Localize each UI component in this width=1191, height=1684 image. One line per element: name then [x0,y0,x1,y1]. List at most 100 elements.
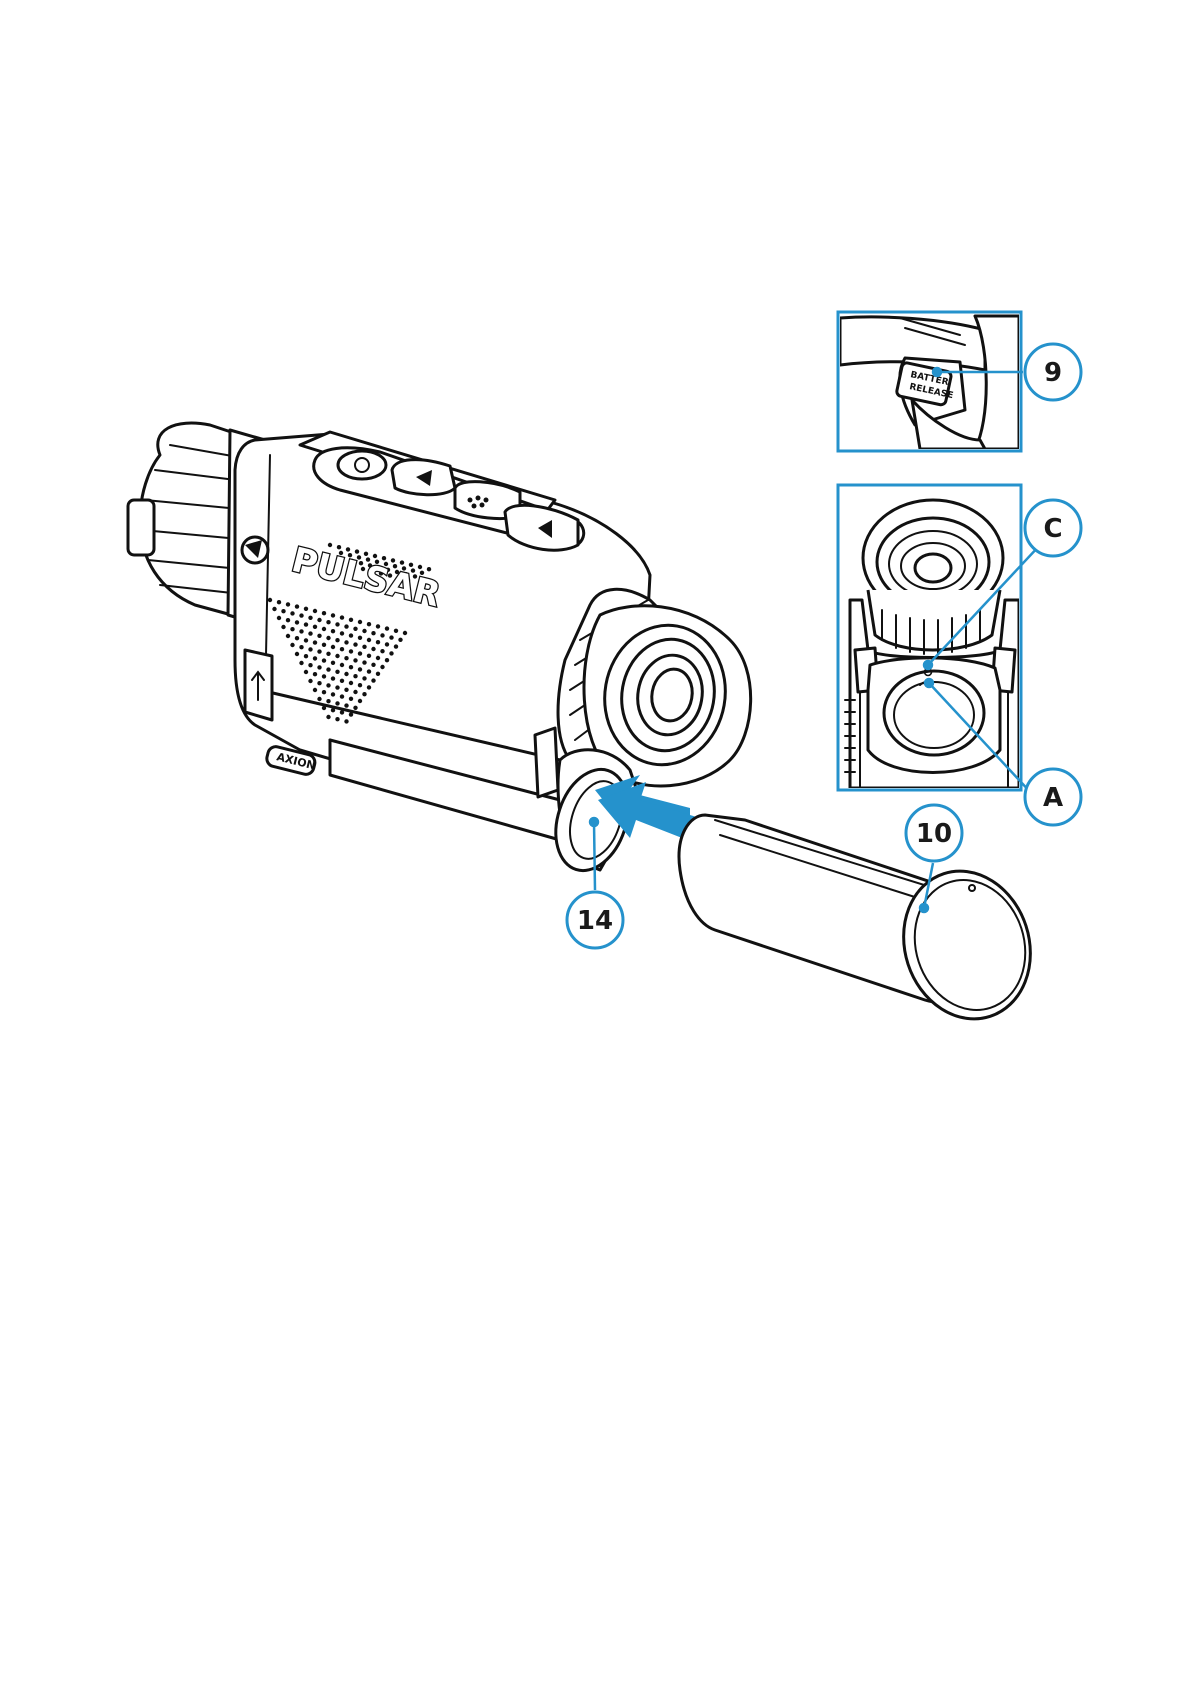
callout-9-label: 9 [1044,358,1062,388]
speaker-dot [337,545,341,549]
speaker-dot [340,647,344,651]
speaker-dot [322,706,326,710]
speaker-dot [353,658,357,662]
speaker-dot [281,625,285,629]
speaker-dot [376,672,380,676]
speaker-dot [371,647,375,651]
callout-10: 10 [906,805,962,861]
usb-port-cover [245,650,272,720]
speaker-dot [295,636,299,640]
speaker-dot [376,656,380,660]
speaker-dot [353,642,357,646]
speaker-dot [304,654,308,658]
speaker-dot [335,622,339,626]
speaker-dot [326,699,330,703]
speaker-dot [304,670,308,674]
speaker-dot [317,681,321,685]
speaker-dot [358,651,362,655]
speaker-dot [308,647,312,651]
inset-battery-release: BATTER RELEASE [838,312,1021,451]
speaker-dot [349,681,353,685]
speaker-dot [380,665,384,669]
speaker-dot [371,678,375,682]
up-button [392,460,455,495]
battery-pack [679,815,1049,1035]
speaker-dot [317,665,321,669]
speaker-dot [371,663,375,667]
speaker-dot [335,654,339,658]
speaker-dot [326,683,330,687]
speaker-dot [331,645,335,649]
speaker-dot [299,661,303,665]
speaker-dot [344,624,348,628]
speaker-dot [362,629,366,633]
speaker-dot [409,563,413,567]
speaker-dot [427,567,431,571]
speaker-dot [362,676,366,680]
speaker-dot [328,543,332,547]
speaker-dot [418,565,422,569]
speaker-dot [286,602,290,606]
speaker-dot [344,672,348,676]
speaker-dot [367,669,371,673]
speaker-dot [340,615,344,619]
speaker-dot [308,616,312,620]
speaker-dot [308,631,312,635]
speaker-dot [313,672,317,676]
speaker-dot [362,645,366,649]
callout-a-label: A [1043,783,1063,813]
speaker-dot [313,656,317,660]
speaker-dot [295,652,299,656]
speaker-dot [358,620,362,624]
speaker-dot [326,636,330,640]
speaker-dot [299,645,303,649]
speaker-dot [344,656,348,660]
speaker-dot [304,607,308,611]
speaker-dot [382,556,386,560]
brand-logo-icon [242,537,268,563]
callout-c: C [1025,500,1081,556]
callout-c-label: C [1043,514,1062,544]
speaker-dot [353,690,357,694]
speaker-dot [317,697,321,701]
speaker-dot [385,642,389,646]
speaker-dot [322,690,326,694]
speaker-dot [380,633,384,637]
speaker-dot [277,616,281,620]
callout-14: 14 [567,892,623,948]
speaker-dot [313,625,317,629]
power-button [338,451,386,479]
speaker-dot [286,634,290,638]
speaker-dot [313,640,317,644]
speaker-dot [326,652,330,656]
speaker-dot [272,607,276,611]
speaker-dot [331,692,335,696]
speaker-dot [304,622,308,626]
speaker-dot [308,663,312,667]
speaker-dot [268,598,272,602]
speaker-dot [299,629,303,633]
speaker-dot [385,658,389,662]
speaker-dot [304,638,308,642]
inset-compartment-marks [838,485,1021,790]
speaker-dot [326,715,330,719]
speaker-dot [349,649,353,653]
speaker-dot [322,627,326,631]
speaker-dot [398,638,402,642]
speaker-dot [286,618,290,622]
speaker-dot [281,609,285,613]
speaker-dot [376,640,380,644]
speaker-dot [353,674,357,678]
speaker-dot [335,670,339,674]
speaker-dot [353,627,357,631]
speaker-dot [331,629,335,633]
monocular-device: PULSAR AXION [128,423,751,880]
speaker-dot [400,560,404,564]
callout-9: 9 [1025,344,1081,400]
speaker-dot [331,661,335,665]
speaker-dot [373,554,377,558]
speaker-dot [340,631,344,635]
speaker-dot [326,620,330,624]
speaker-dot [331,613,335,617]
speaker-dot [290,627,294,631]
